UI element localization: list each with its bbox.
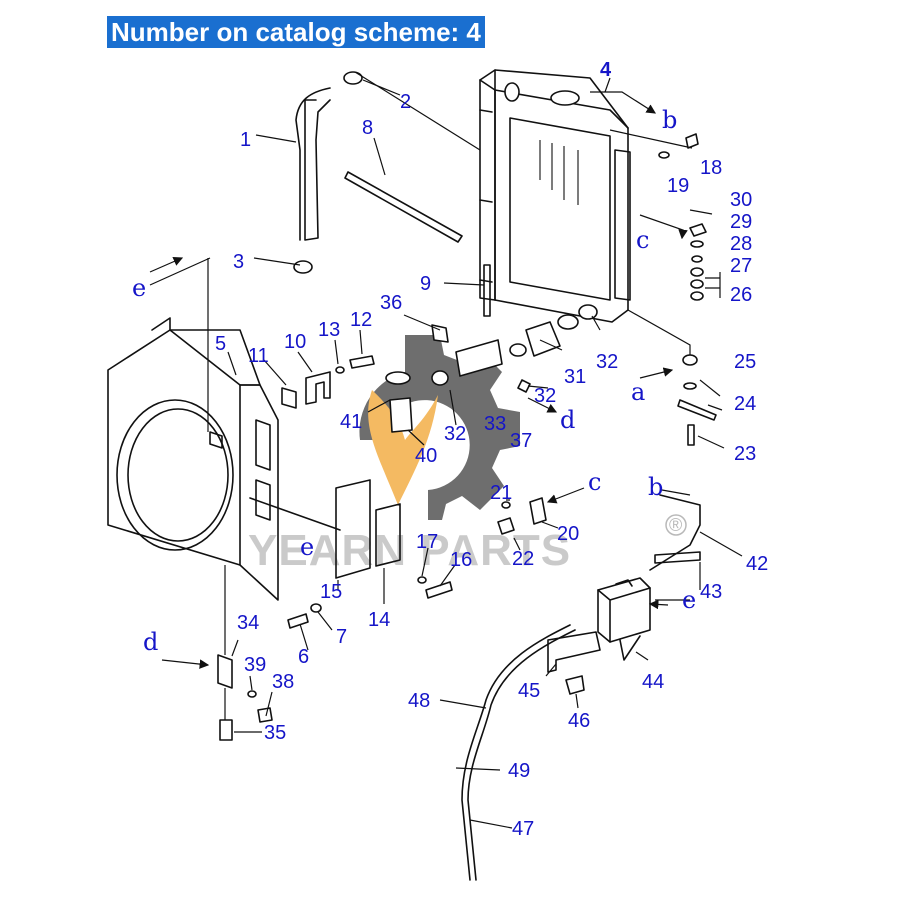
callout-42: 42 bbox=[746, 553, 768, 575]
callout-38: 38 bbox=[272, 671, 294, 693]
callout-1: 1 bbox=[240, 129, 251, 151]
callout-16: 16 bbox=[450, 549, 472, 571]
direction-a: a bbox=[631, 378, 645, 406]
callout-8: 8 bbox=[362, 117, 373, 139]
direction-e: e bbox=[132, 274, 146, 302]
watermark-text: YEARN PARTS bbox=[248, 526, 571, 575]
callout-33: 33 bbox=[484, 413, 506, 435]
watermark-flame-icon bbox=[368, 390, 438, 505]
callout-labels: 4 2 1 8 18 19 30 29 28 27 26 3 e 9 b c 5… bbox=[132, 59, 768, 840]
callout-40: 40 bbox=[415, 445, 437, 467]
callout-46: 46 bbox=[568, 710, 590, 732]
callout-23: 23 bbox=[734, 443, 756, 465]
direction-c2: c bbox=[588, 468, 601, 496]
callout-28: 28 bbox=[730, 233, 752, 255]
callout-17: 17 bbox=[416, 531, 438, 553]
upper-hose-drawing bbox=[295, 87, 331, 241]
callout-41: 41 bbox=[340, 411, 362, 433]
radiator-drawing bbox=[479, 69, 631, 323]
callout-32c: 32 bbox=[596, 351, 618, 373]
callout-34: 34 bbox=[237, 612, 259, 634]
callout-15: 15 bbox=[320, 581, 342, 603]
callout-47: 47 bbox=[512, 818, 534, 840]
callout-35: 35 bbox=[264, 722, 286, 744]
fan-shroud-drawing bbox=[107, 317, 279, 601]
callout-22: 22 bbox=[512, 548, 534, 570]
diagram-title: Number on catalog scheme: 4 bbox=[107, 16, 485, 48]
callout-25: 25 bbox=[734, 351, 756, 373]
callout-5: 5 bbox=[215, 333, 226, 355]
callout-2: 2 bbox=[400, 91, 411, 113]
callout-18: 18 bbox=[700, 157, 722, 179]
callout-13: 13 bbox=[318, 319, 340, 341]
callout-44: 44 bbox=[642, 671, 664, 693]
callout-11: 11 bbox=[248, 345, 269, 367]
direction-d: d bbox=[560, 406, 575, 434]
callout-32b: 32 bbox=[534, 385, 556, 407]
direction-e2: e bbox=[300, 533, 314, 561]
callout-36: 36 bbox=[380, 292, 402, 314]
registered-mark-icon bbox=[665, 514, 687, 536]
fasteners-right-drawing bbox=[658, 133, 717, 446]
callout-32a: 32 bbox=[444, 423, 466, 445]
callout-48: 48 bbox=[408, 690, 430, 712]
callout-12: 12 bbox=[350, 309, 372, 331]
overflow-hose-drawing bbox=[461, 624, 571, 881]
direction-d2: d bbox=[143, 628, 158, 656]
lower-hose-drawing bbox=[385, 304, 598, 433]
registered-mark: ® bbox=[669, 515, 682, 535]
callout-49: 49 bbox=[508, 760, 530, 782]
callout-26: 26 bbox=[730, 284, 752, 306]
direction-e3: e bbox=[682, 586, 696, 614]
callout-45: 45 bbox=[518, 680, 540, 702]
callout-4: 4 bbox=[600, 59, 612, 81]
callout-27: 27 bbox=[730, 255, 752, 277]
callout-20: 20 bbox=[557, 523, 579, 545]
callout-10: 10 bbox=[284, 331, 306, 353]
callout-7: 7 bbox=[336, 626, 347, 648]
callout-3: 3 bbox=[233, 251, 244, 273]
reserve-tank-drawing bbox=[597, 577, 651, 661]
callout-6: 6 bbox=[298, 646, 309, 668]
callout-43: 43 bbox=[700, 581, 722, 603]
direction-c: c bbox=[636, 226, 649, 254]
callout-9: 9 bbox=[420, 273, 431, 295]
direction-b2: b bbox=[648, 473, 663, 501]
callout-21: 21 bbox=[490, 482, 512, 504]
callout-37: 37 bbox=[510, 430, 532, 452]
callout-39: 39 bbox=[244, 654, 266, 676]
direction-b: b bbox=[662, 106, 677, 134]
callout-24: 24 bbox=[734, 393, 756, 415]
callout-31: 31 bbox=[564, 366, 586, 388]
callout-19: 19 bbox=[667, 175, 689, 197]
callout-29: 29 bbox=[730, 211, 752, 233]
callout-30: 30 bbox=[730, 189, 752, 211]
callout-14: 14 bbox=[368, 609, 390, 631]
seal-bar-drawing bbox=[344, 171, 463, 243]
